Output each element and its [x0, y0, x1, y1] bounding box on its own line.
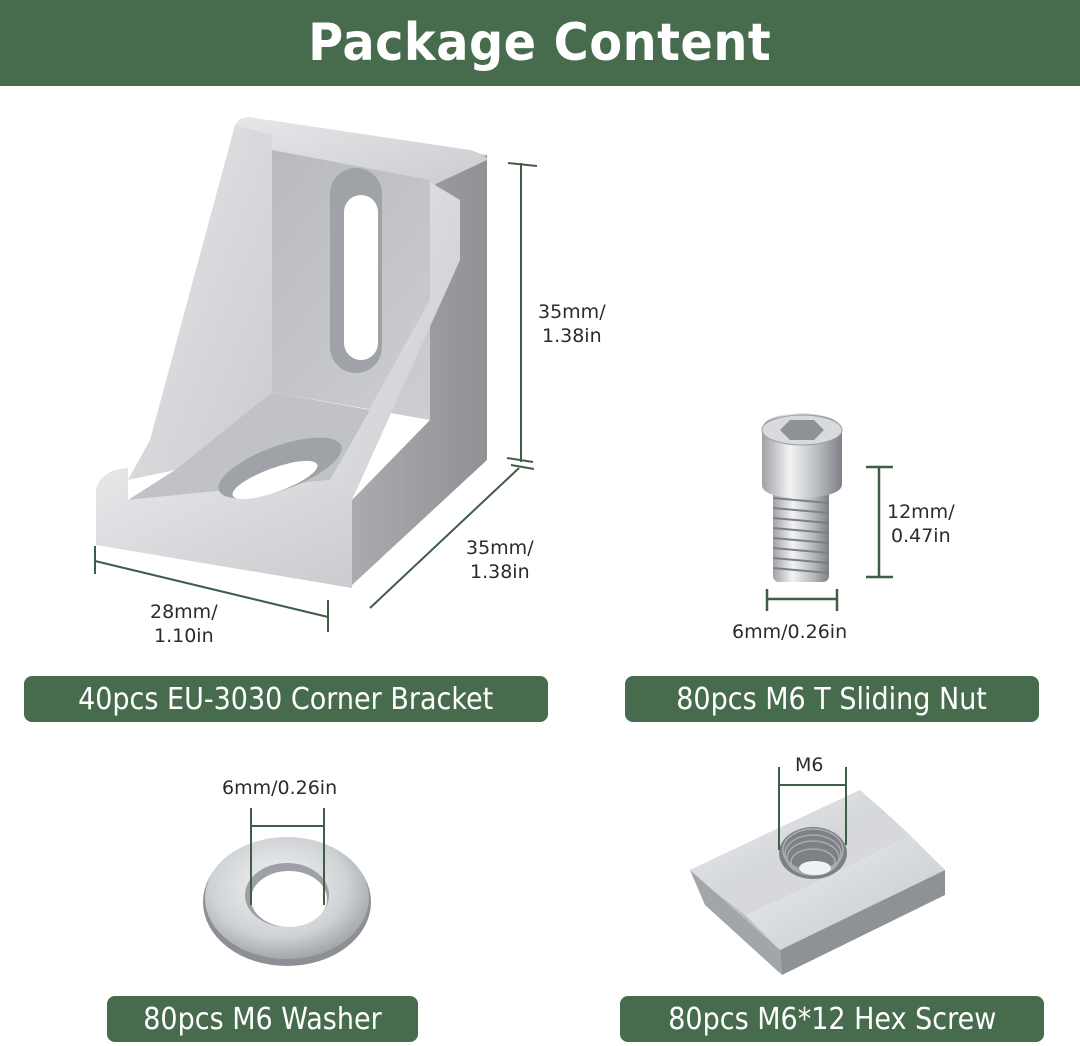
- label-text: 40pcs EU-3030 Corner Bracket: [78, 681, 494, 717]
- label-text: 80pcs M6*12 Hex Screw: [667, 1001, 997, 1037]
- header-banner: Package Content: [0, 0, 1080, 86]
- bracket-width-dimension: 28mm/ 1.10in: [150, 600, 218, 648]
- bracket-dimension-lines: [94, 162, 538, 632]
- label-corner-bracket: 40pcs EU-3030 Corner Bracket: [24, 676, 548, 722]
- dim-line-2: 1.38in: [469, 561, 530, 583]
- label-washer: 80pcs M6 Washer: [107, 996, 418, 1042]
- nut-thread-dimension: M6: [795, 754, 824, 776]
- screw-diameter-dimension: 6mm/0.26in: [732, 621, 848, 643]
- washer-dimension-lines: [250, 808, 325, 905]
- washer-diameter-dimension: 6mm/0.26in: [222, 777, 338, 799]
- nut-dimension-lines: [778, 767, 847, 850]
- bracket-height-dimension: 35mm/ 1.38in: [538, 300, 606, 348]
- dim-line-2: 1.38in: [541, 325, 602, 347]
- screw-dimension-lines: [765, 465, 893, 611]
- screw-length-dimension: 12mm/ 0.47in: [887, 500, 955, 548]
- dim-line-2: 0.47in: [890, 525, 951, 547]
- hex-socket-screw-icon: [761, 413, 843, 582]
- dim-line-1: 12mm/: [887, 501, 955, 523]
- corner-bracket-icon: [96, 117, 487, 588]
- flat-washer-icon: [203, 837, 371, 966]
- label-text: 80pcs M6 T Sliding Nut: [676, 681, 988, 717]
- label-text: 80pcs M6 Washer: [143, 1001, 382, 1037]
- dim-line-2: 1.10in: [153, 625, 214, 647]
- dim-line-1: 28mm/: [150, 601, 218, 623]
- label-hex-screw: 80pcs M6*12 Hex Screw: [620, 996, 1044, 1042]
- label-t-sliding-nut: 80pcs M6 T Sliding Nut: [625, 676, 1039, 722]
- dim-line-1: 35mm/: [466, 537, 534, 559]
- t-sliding-nut-icon: [690, 790, 945, 975]
- dim-line-1: 35mm/: [538, 301, 606, 323]
- page-title: Package Content: [308, 13, 772, 73]
- bracket-depth-dimension: 35mm/ 1.38in: [466, 536, 534, 584]
